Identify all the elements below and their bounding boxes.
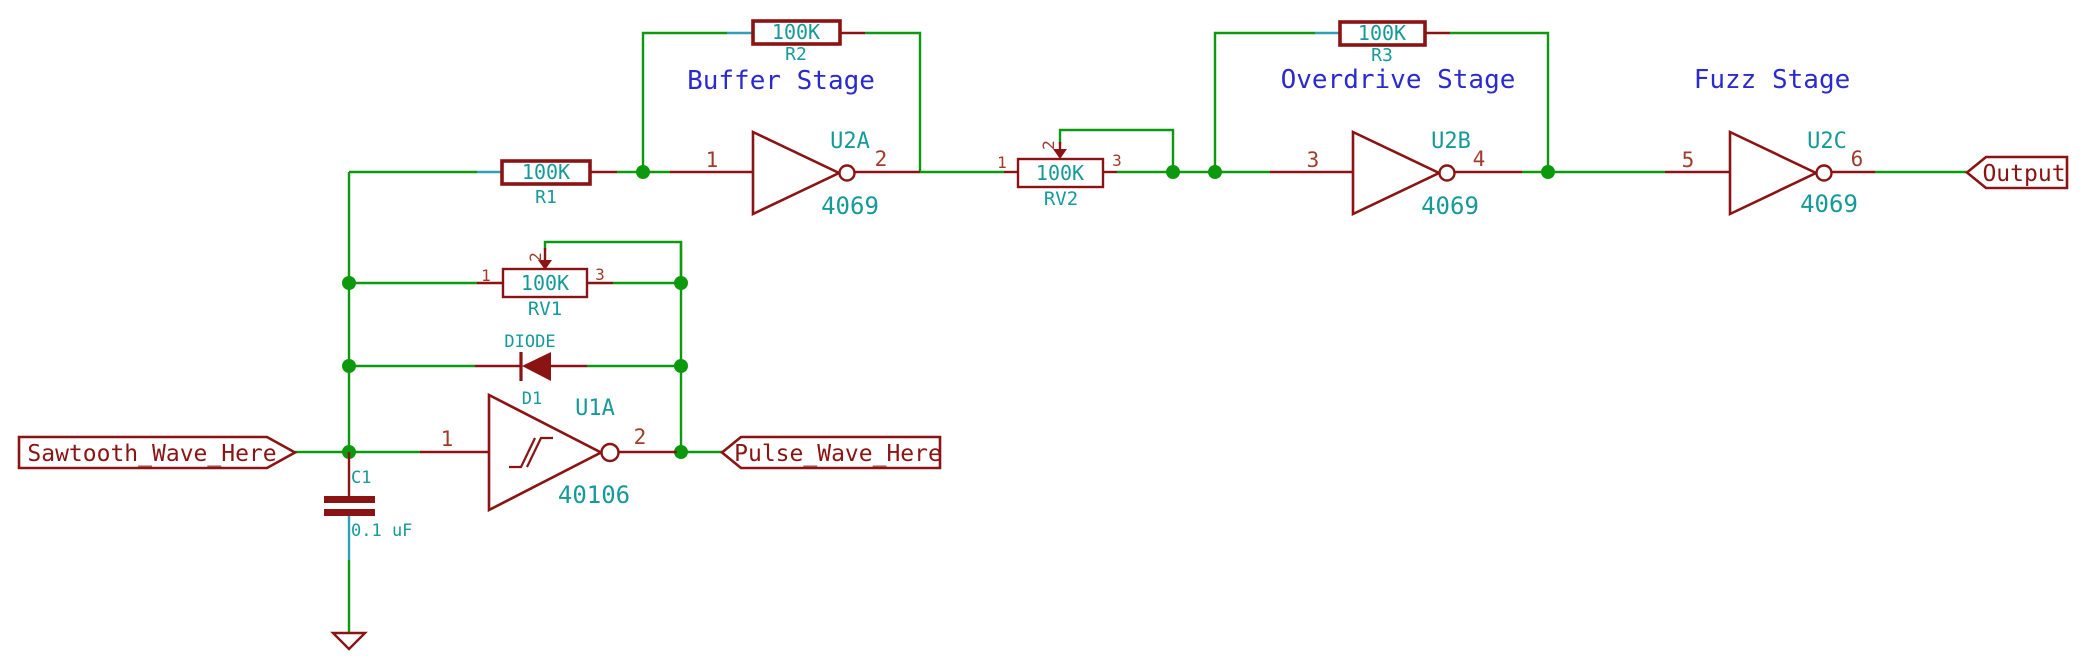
net-label-output[interactable]: Output: [1964, 155, 2069, 190]
ic-value: 40106: [558, 481, 630, 509]
pin-number: 3: [1307, 148, 1320, 172]
wiper-arrow-icon: [1053, 149, 1067, 159]
ic-ref: U2C: [1807, 129, 1847, 154]
resistor-value: 100K: [1358, 21, 1406, 45]
potentiometer-RV1[interactable]: 100K RV1 1 2 3: [477, 248, 613, 320]
potentiometer-ref: RV2: [1044, 188, 1078, 210]
junction-dot[interactable]: [342, 359, 356, 373]
fuzz-stage-note: Fuzz Stage: [1694, 65, 1851, 95]
junction-dot[interactable]: [342, 276, 356, 290]
potentiometer-body[interactable]: [1016, 157, 1105, 189]
resistor-value: 100K: [772, 20, 820, 44]
net-label-sawtooth[interactable]: Sawtooth_Wave_Here: [17, 435, 298, 470]
inverter-U2C[interactable]: 5 6 U2C 4069: [1665, 129, 1875, 218]
inverter-bubble: [1815, 164, 1833, 182]
junction-dot[interactable]: [1541, 165, 1555, 179]
resistor-ref: R2: [785, 44, 807, 65]
pin-number: 1: [441, 427, 454, 451]
ic-value: 4069: [1800, 190, 1858, 218]
wiper-arrow-icon: [538, 260, 552, 270]
diode-D1[interactable]: DIODE D1: [475, 332, 587, 409]
resistor-R2[interactable]: 100K R2: [727, 19, 865, 65]
inverter-triangle[interactable]: [1351, 129, 1443, 217]
ic-ref: U2A: [830, 129, 870, 154]
capacitor-C1[interactable]: C1 0.1 uF: [324, 452, 412, 560]
schmitt-hysteresis-icon: [509, 436, 553, 469]
net-label-text: Pulse_Wave_Here: [734, 441, 942, 467]
junction-dot[interactable]: [674, 445, 688, 459]
pin-number: 1: [997, 153, 1007, 172]
resistor-body[interactable]: [500, 159, 592, 186]
pin-number: 2: [526, 252, 545, 262]
net-label-flag[interactable]: [719, 435, 942, 470]
inverter-U2B[interactable]: 3 4 U2B 4069: [1270, 129, 1522, 220]
potentiometer-value: 100K: [1036, 161, 1084, 185]
pin-number: 3: [1112, 151, 1122, 170]
inverter-triangle[interactable]: [1728, 129, 1820, 217]
resistor-value: 100K: [522, 160, 570, 184]
net-label-flag[interactable]: [1964, 155, 2069, 190]
junction-dot[interactable]: [674, 359, 688, 373]
resistor-ref: R1: [535, 187, 557, 208]
inverter-bubble: [600, 442, 620, 463]
net-label-flag[interactable]: [17, 435, 298, 470]
wire[interactable]: [865, 31, 922, 172]
inverter-bubble: [1438, 164, 1456, 182]
buffer-stage-note: Buffer Stage: [687, 66, 875, 96]
pin-number: 6: [1851, 147, 1864, 171]
ic-value: 4069: [821, 192, 879, 220]
potentiometer-body[interactable]: [501, 267, 589, 299]
pin-number: 1: [706, 148, 719, 172]
junction-dot[interactable]: [636, 165, 650, 179]
net-label-pulse[interactable]: Pulse_Wave_Here: [719, 435, 942, 470]
wire[interactable]: [1213, 31, 1315, 172]
resistor-body[interactable]: [1338, 20, 1427, 47]
pin-number: 2: [634, 425, 647, 449]
pin-number: 2: [1039, 140, 1058, 150]
potentiometer-ref: RV1: [528, 298, 562, 320]
wire[interactable]: [1450, 31, 1550, 172]
inverter-U1A[interactable]: 1 2 U1A 40106: [420, 392, 677, 513]
inverter-bubble: [838, 164, 856, 182]
wire[interactable]: [1058, 128, 1175, 172]
capacitor-ref: C1: [351, 468, 371, 488]
pin-number: 1: [481, 266, 491, 285]
inverter-triangle[interactable]: [751, 129, 843, 217]
resistor-ref: R3: [1371, 45, 1393, 66]
inverter-triangle[interactable]: [487, 392, 604, 513]
capacitor-plate[interactable]: [324, 496, 375, 503]
pin-number: 3: [595, 265, 605, 284]
junction-dot[interactable]: [1208, 165, 1222, 179]
ic-ref: U1A: [575, 396, 615, 421]
overdrive-stage-note: Overdrive Stage: [1281, 65, 1516, 95]
diode-value: DIODE: [504, 332, 555, 352]
pin-number: 4: [1473, 147, 1486, 171]
resistor-R3[interactable]: 100K R3: [1315, 20, 1450, 66]
stage-notes: Buffer Stage Overdrive Stage Fuzz Stage: [687, 65, 1850, 96]
pin-number: 2: [875, 147, 888, 171]
ic-ref: U2B: [1431, 129, 1471, 154]
inverter-U2A[interactable]: 1 2 U2A 4069: [670, 129, 920, 220]
net-label-text: Sawtooth_Wave_Here: [27, 441, 276, 467]
ground-symbol-icon[interactable]: [330, 631, 368, 651]
resistor-body[interactable]: [751, 19, 842, 46]
capacitor-value: 0.1 uF: [351, 521, 412, 541]
ic-value: 4069: [1421, 192, 1479, 220]
pin-number: 5: [1682, 148, 1695, 172]
potentiometer-value: 100K: [521, 271, 569, 295]
wire[interactable]: [641, 31, 727, 172]
diode-triangle[interactable]: [522, 352, 551, 381]
diode-ref: D1: [522, 389, 542, 409]
resistor-R1[interactable]: 100K R1: [477, 159, 617, 208]
potentiometer-RV2[interactable]: 100K RV2 1 2 3: [997, 140, 1122, 210]
junction-dot[interactable]: [1166, 165, 1180, 179]
net-label-text: Output: [1982, 161, 2065, 187]
capacitor-plate[interactable]: [324, 509, 375, 516]
junction-dot[interactable]: [674, 276, 688, 290]
